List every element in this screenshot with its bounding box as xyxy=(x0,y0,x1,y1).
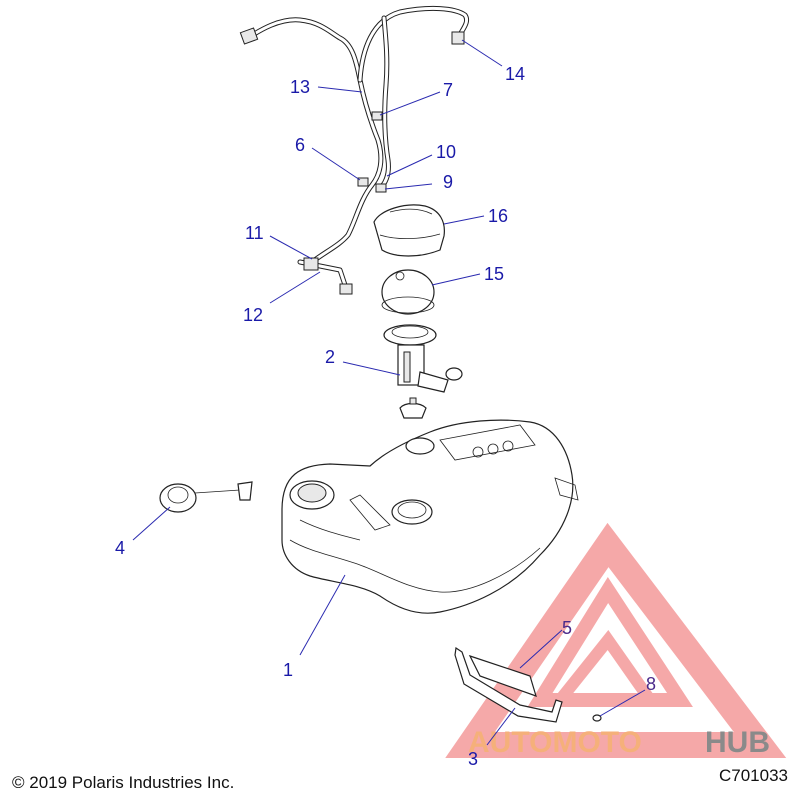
leader-3 xyxy=(486,707,516,746)
leader-lines xyxy=(132,39,646,746)
fastener-8 xyxy=(592,714,602,722)
leader-7 xyxy=(379,91,441,116)
leader-15 xyxy=(431,273,481,286)
hose-end-fitting-left xyxy=(239,27,259,45)
leader-13 xyxy=(317,86,363,93)
leader-2 xyxy=(342,361,401,376)
watermark-m-shape xyxy=(555,629,655,704)
callout-1: 1 xyxy=(283,660,293,680)
leader-16 xyxy=(443,215,485,225)
callout-9: 9 xyxy=(443,172,453,192)
leader-12 xyxy=(269,271,321,304)
callout-7: 7 xyxy=(443,80,453,100)
callout-6: 6 xyxy=(295,135,305,155)
callout-4: 4 xyxy=(115,538,125,558)
callout-15: 15 xyxy=(484,264,504,284)
callout-10: 10 xyxy=(436,142,456,162)
hose-end-fitting-right xyxy=(451,31,465,45)
leader-11 xyxy=(269,235,313,260)
leader-9 xyxy=(384,183,433,190)
leader-5 xyxy=(519,629,563,669)
fuel-pump-2 xyxy=(383,324,463,419)
leader-8 xyxy=(599,689,646,717)
watermark-text-automoto: AUTOMOTO xyxy=(468,726,642,759)
diagram-code: C701033 xyxy=(718,766,788,785)
hose-clamp-7 xyxy=(371,111,383,121)
callout-12: 12 xyxy=(243,305,263,325)
fuel-tank-1 xyxy=(281,419,579,614)
hose-clamp-6 xyxy=(357,177,369,187)
tank-strap-5 xyxy=(454,646,563,723)
hose-tee-fitting-11 xyxy=(303,257,319,271)
watermark-text-hub: HUB xyxy=(705,726,770,759)
leader-4 xyxy=(132,506,171,541)
callout-8: 8 xyxy=(646,674,656,694)
watermark-logo xyxy=(445,522,787,758)
callout-16: 16 xyxy=(488,206,508,226)
callout-13: 13 xyxy=(290,77,310,97)
callout-14: 14 xyxy=(505,64,525,84)
pump-cover-16 xyxy=(373,204,445,257)
callout-11: 11 xyxy=(245,223,264,243)
callout-5: 5 xyxy=(562,618,572,638)
hose-end-fitting-bottom xyxy=(339,283,353,295)
watermark-triangle-outer xyxy=(445,522,787,758)
leader-6 xyxy=(311,147,361,181)
leader-14 xyxy=(461,39,503,67)
hose-clamp-9 xyxy=(375,183,387,193)
fuel-cap-4 xyxy=(159,481,253,513)
leader-10 xyxy=(386,154,433,177)
watermark-triangle-inner xyxy=(527,576,693,707)
leader-1 xyxy=(299,574,346,656)
copyright-notice: © 2019 Polaris Industries Inc. xyxy=(12,773,235,792)
callout-labels: 1 2 3 4 5 6 7 8 9 10 11 12 13 14 15 16 xyxy=(115,64,656,769)
vent-hose-assembly xyxy=(239,5,470,295)
callout-2: 2 xyxy=(325,347,335,367)
pump-dome-15 xyxy=(381,269,435,315)
callout-3: 3 xyxy=(468,749,478,769)
